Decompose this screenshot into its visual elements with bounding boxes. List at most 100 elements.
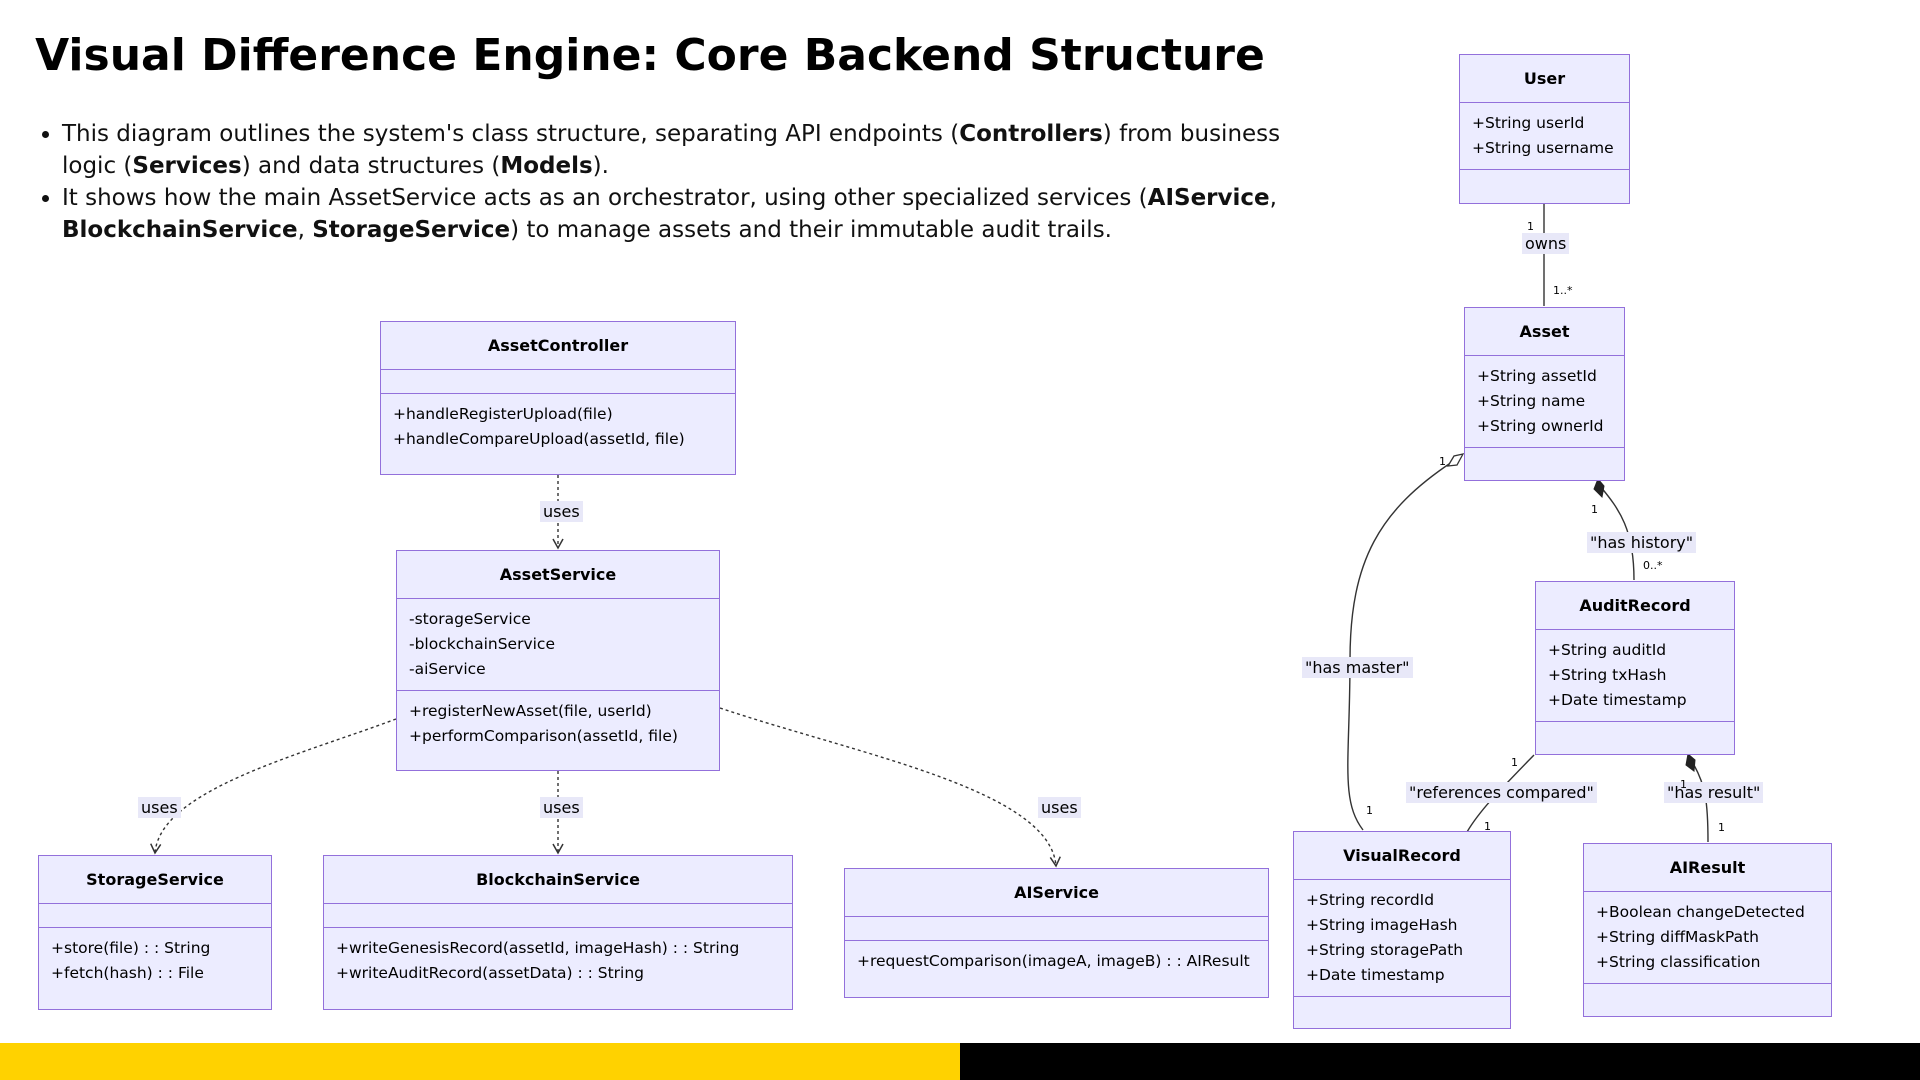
footer-bar-black [960,1043,1920,1080]
method-item: +handleRegisterUpload(file) [393,405,613,423]
methods-section [1460,170,1629,194]
attributes-section: +String userId +String username [1460,103,1629,170]
attribute-item: +String classification [1596,953,1761,971]
label-references-compared: "references compared" [1406,782,1597,803]
class-name: AIService [845,869,1268,917]
methods-section: +store(file) : : String +fetch(hash) : :… [39,928,271,994]
class-audit-record[interactable]: AuditRecord +String auditId +String txHa… [1535,581,1735,755]
label-uses-storage: uses [138,797,181,818]
attributes-section [39,904,271,928]
description-item: It shows how the main AssetService acts … [62,182,1332,246]
attribute-item: +Date timestamp [1548,691,1687,709]
class-name: VisualRecord [1294,832,1510,880]
label-uses-blockchain: uses [540,797,583,818]
class-name: AuditRecord [1536,582,1734,630]
edge-asset-auditrecord [1599,485,1635,581]
attribute-item: +Boolean changeDetected [1596,903,1805,921]
class-storage-service[interactable]: StorageService +store(file) : : String +… [38,855,272,1010]
class-asset-service[interactable]: AssetService -storageService -blockchain… [396,550,720,771]
methods-section [1536,722,1734,746]
card-visual-master-one: 1 [1366,804,1373,817]
class-blockchain-service[interactable]: BlockchainService +writeGenesisRecord(as… [323,855,793,1010]
methods-section [1465,448,1624,472]
methods-section: +handleRegisterUpload(file) +handleCompa… [381,394,735,460]
class-name: AssetController [381,322,735,370]
methods-section: +requestComparison(imageA, imageB) : : A… [845,941,1268,982]
footer-bar-yellow [0,1043,960,1080]
methods-section [1584,984,1831,1008]
method-item: +registerNewAsset(file, userId) [409,702,652,720]
attributes-section [324,904,792,928]
edge-service-ai [719,707,1061,868]
attribute-item: +String name [1477,392,1586,410]
attributes-section: -storageService -blockchainService -aiSe… [397,599,719,691]
class-name: StorageService [39,856,271,904]
class-visual-record[interactable]: VisualRecord +String recordId +String im… [1293,831,1511,1029]
method-item: +store(file) : : String [51,939,211,957]
class-name: User [1460,55,1629,103]
edge-service-storage [150,718,397,855]
method-item: +handleCompareUpload(assetId, file) [393,430,685,448]
class-ai-service[interactable]: AIService +requestComparison(imageA, ima… [844,868,1269,998]
attribute-item: +String userId [1472,114,1585,132]
methods-section: +registerNewAsset(file, userId) +perform… [397,691,719,757]
method-item: +fetch(hash) : : File [51,964,204,982]
composition-diamond-auditrecord [1685,753,1696,772]
attribute-item: -blockchainService [409,635,555,653]
attributes-section [381,370,735,394]
attribute-item: +String assetId [1477,367,1597,385]
label-uses-ai: uses [1038,797,1081,818]
edge-asset-visualrecord [1347,461,1453,831]
card-user-one: 1 [1527,220,1534,233]
card-audit-zero-many: 0..* [1643,559,1663,572]
attribute-item: +String storagePath [1306,941,1464,959]
aggregation-diamond [1446,453,1465,467]
composition-diamond-asset [1593,478,1605,499]
class-name: AIResult [1584,844,1831,892]
methods-section: +writeGenesisRecord(assetId, imageHash) … [324,928,792,994]
method-item: +writeGenesisRecord(assetId, imageHash) … [336,939,740,957]
attribute-item: -aiService [409,660,486,678]
description-item: This diagram outlines the system's class… [62,118,1332,182]
attribute-item: +String imageHash [1306,916,1458,934]
card-audit-one: 1 [1511,756,1518,769]
attribute-item: +String ownerId [1477,417,1604,435]
method-item: +writeAuditRecord(assetData) : : String [336,964,645,982]
attributes-section: +Boolean changeDetected +String diffMask… [1584,892,1831,984]
card-asset-comp-one: 1 [1591,503,1598,516]
methods-section [1294,997,1510,1021]
label-uses-controller: uses [540,501,583,522]
class-name: BlockchainService [324,856,792,904]
method-item: +performComparison(assetId, file) [409,727,678,745]
card-airesult-one: 1 [1718,821,1725,834]
class-user[interactable]: User +String userId +String username [1459,54,1630,204]
attribute-item: +String diffMaskPath [1596,928,1759,946]
card-asset-aggr-one: 1 [1439,455,1446,468]
edge-auditrecord-airesult [1693,764,1709,843]
card-visual-ref-one: 1 [1484,820,1491,833]
class-name: AssetService [397,551,719,599]
attribute-item: +String username [1472,139,1614,157]
attribute-item: -storageService [409,610,531,628]
attribute-item: +String txHash [1548,666,1667,684]
attributes-section: +String auditId +String txHash +Date tim… [1536,630,1734,722]
page-title: Visual Difference Engine: Core Backend S… [35,30,1265,81]
class-asset[interactable]: Asset +String assetId +String name +Stri… [1464,307,1625,481]
card-audit-result-one: 1 [1680,778,1687,791]
attribute-item: +String recordId [1306,891,1435,909]
attribute-item: +Date timestamp [1306,966,1445,984]
label-owns: owns [1522,233,1570,254]
class-asset-controller[interactable]: AssetController +handleRegisterUpload(fi… [380,321,736,475]
method-item: +requestComparison(imageA, imageB) : : A… [857,952,1250,970]
card-asset-one-many: 1..* [1553,284,1573,297]
attributes-section [845,917,1268,941]
description-list: This diagram outlines the system's class… [38,118,1332,246]
attribute-item: +String auditId [1548,641,1667,659]
class-name: Asset [1465,308,1624,356]
attributes-section: +String assetId +String name +String own… [1465,356,1624,448]
class-ai-result[interactable]: AIResult +Boolean changeDetected +String… [1583,843,1832,1017]
label-has-history: "has history" [1587,532,1697,553]
label-has-result: "has result" [1664,782,1764,803]
label-has-master: "has master" [1302,657,1413,678]
attributes-section: +String recordId +String imageHash +Stri… [1294,880,1510,997]
